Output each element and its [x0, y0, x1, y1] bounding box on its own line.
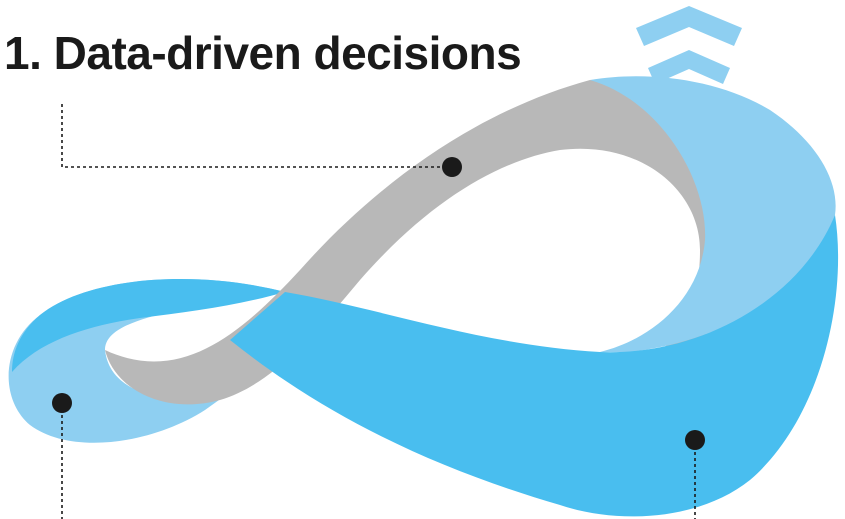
marker-dot-top [442, 157, 462, 177]
marker-dot-right [685, 430, 705, 450]
leader-line-top [61, 104, 452, 168]
diagram-heading: 1. Data-driven decisions [4, 27, 522, 79]
marker-dot-left [52, 393, 72, 413]
chevrons-up-icon [636, 6, 742, 114]
right-lobe-light-band [590, 76, 836, 352]
left-lobe-dark-edge [12, 279, 285, 372]
